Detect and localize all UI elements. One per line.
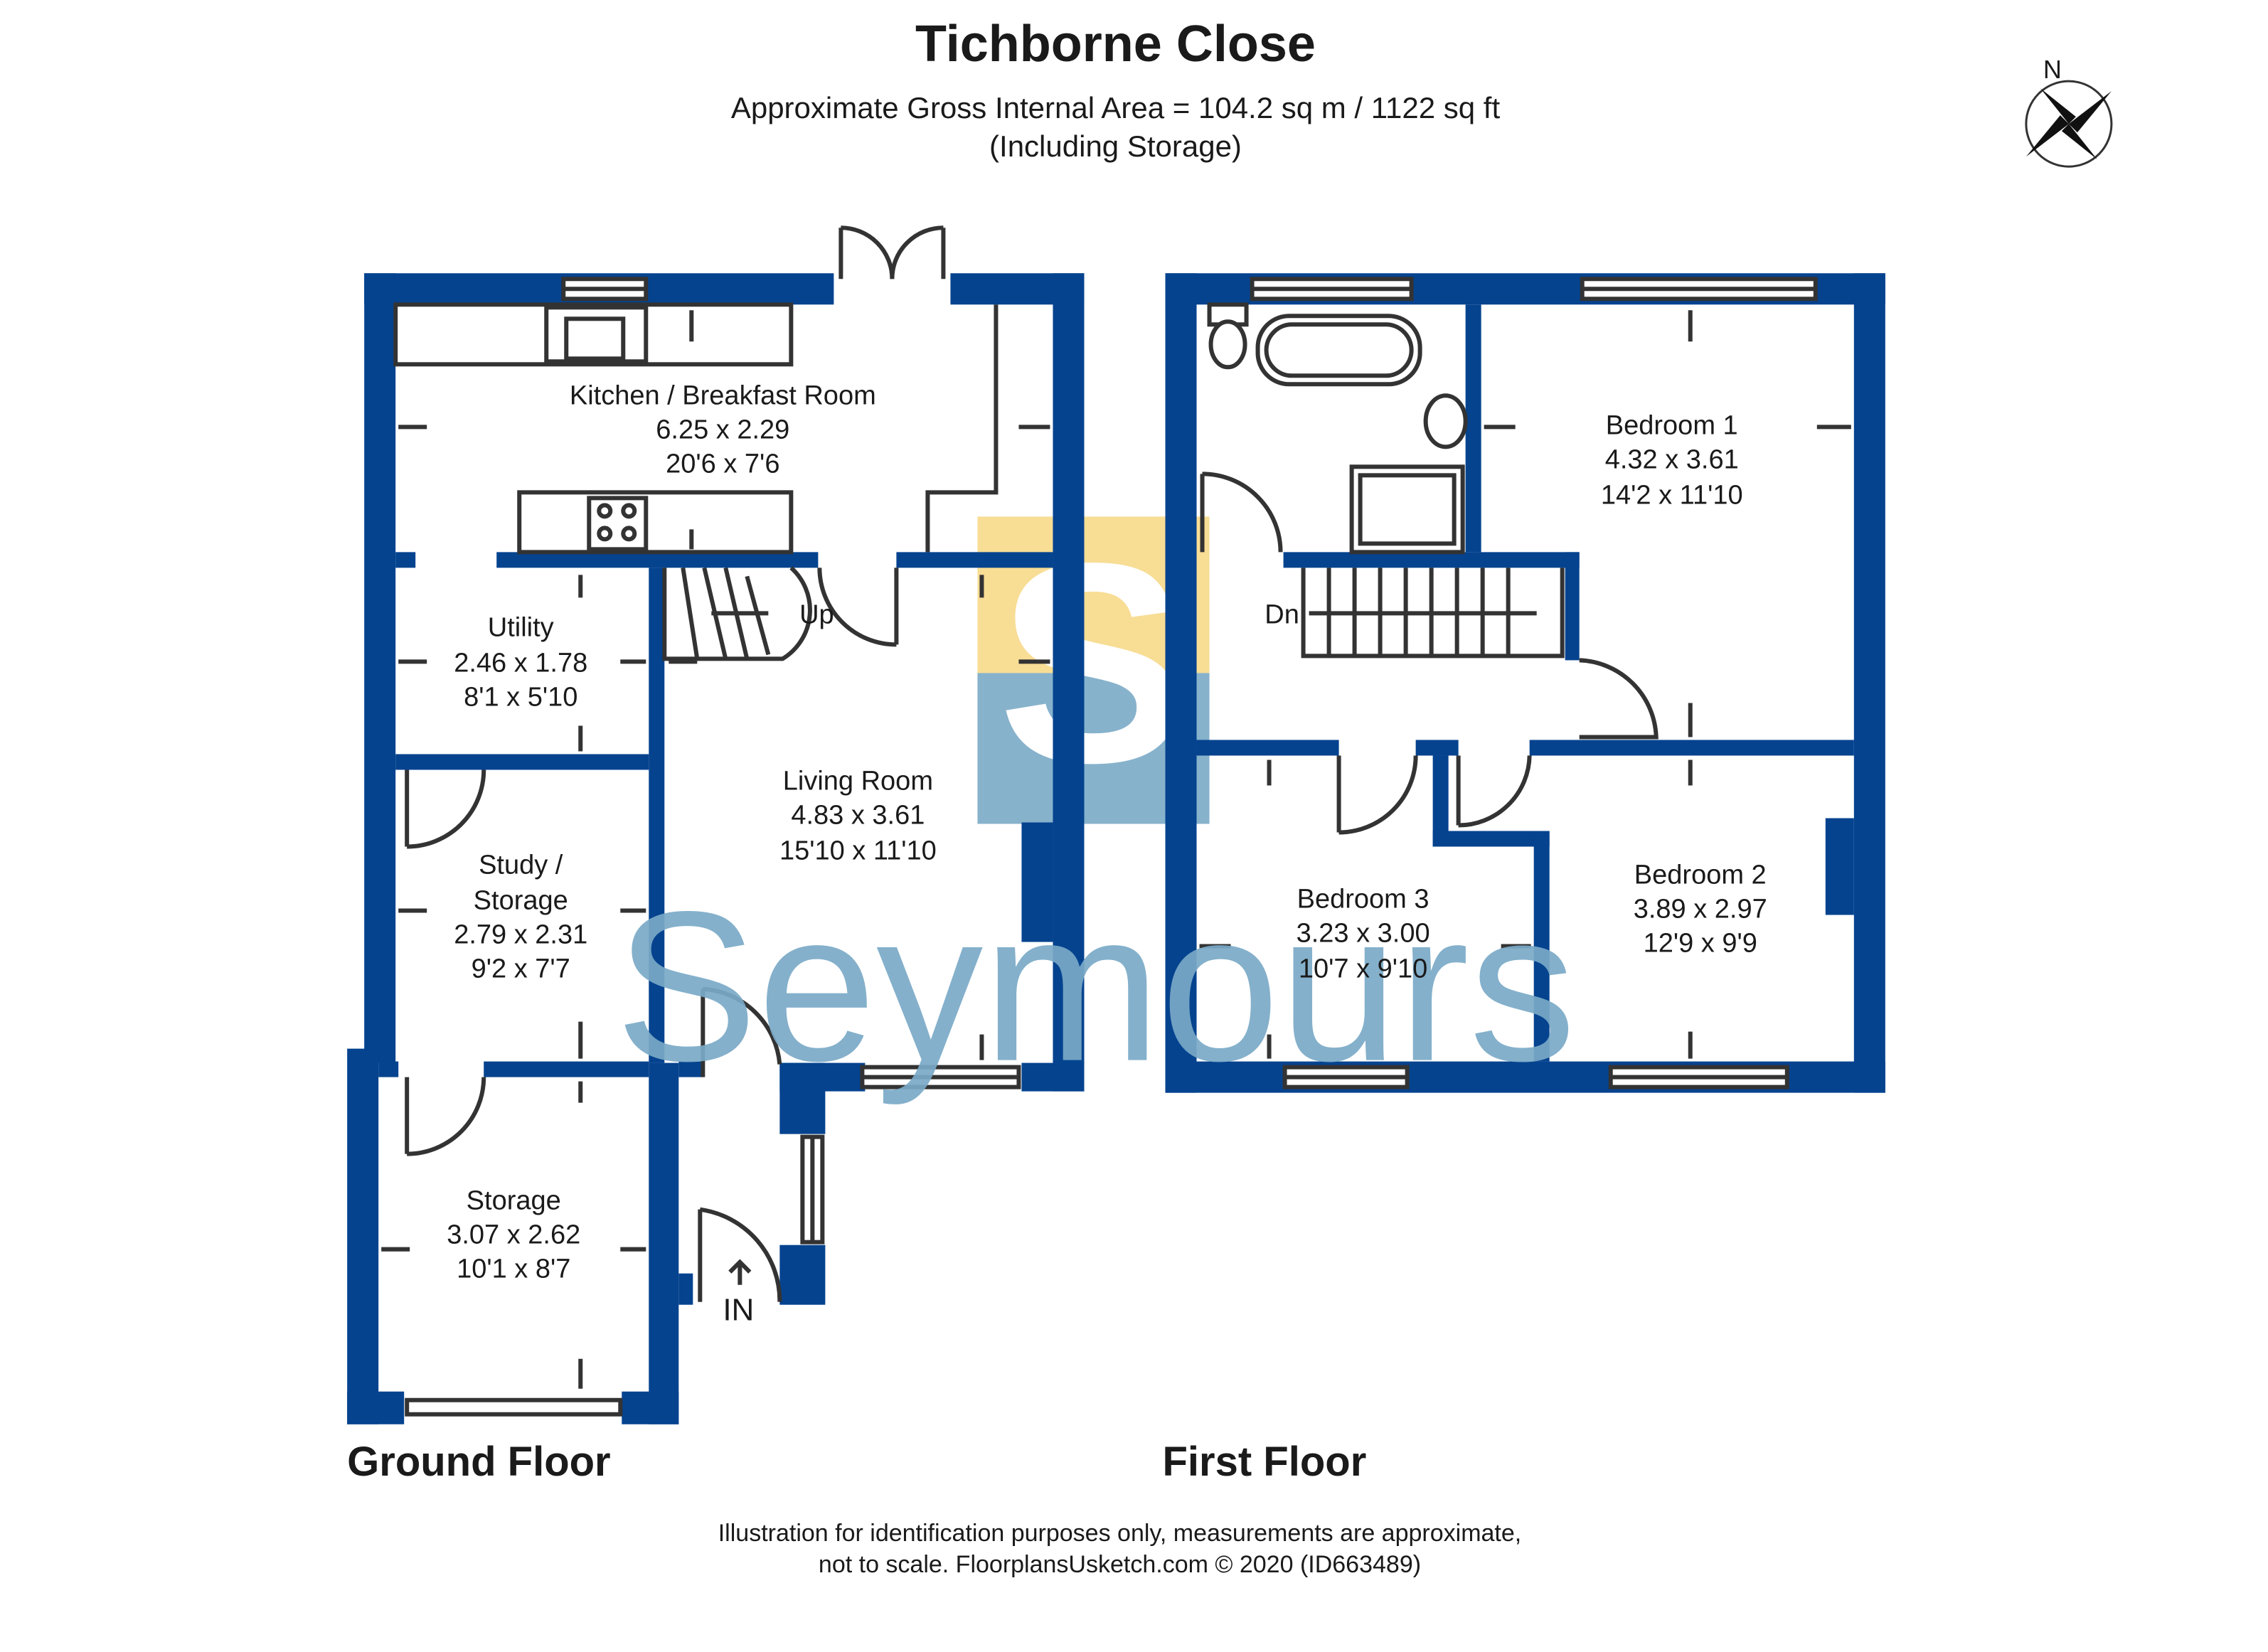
- room-label-bedroom-2: Bedroom 2 3.89 x 2.97 12'9 x 9'9: [1634, 860, 1767, 959]
- room-name: Utility: [488, 612, 554, 642]
- area-text: Approximate Gross Internal Area = 104.2 …: [731, 91, 1501, 124]
- room-label-study: Study / Storage 2.79 x 2.31 9'2 x 7'7: [454, 851, 587, 984]
- room-name: Bedroom 1: [1606, 410, 1738, 440]
- room-name: Storage: [467, 1186, 561, 1216]
- room-name: Study /: [479, 851, 563, 880]
- room-name: Kitchen / Breakfast Room: [570, 380, 876, 410]
- room-metric: 4.83 x 3.61: [791, 800, 925, 830]
- room-label-bedroom-3: Bedroom 3 3.23 x 3.00 10'7 x 9'10: [1297, 885, 1430, 984]
- room-name-line2: Storage: [474, 886, 568, 916]
- room-name: Bedroom 2: [1634, 860, 1767, 890]
- room-metric: 4.32 x 3.61: [1605, 444, 1739, 474]
- stairs-up-label: Up: [799, 599, 834, 629]
- room-label-kitchen: Kitchen / Breakfast Room 6.25 x 2.29 20'…: [570, 380, 876, 479]
- room-name: Bedroom 3: [1297, 885, 1430, 915]
- room-label-living-room: Living Room 4.83 x 3.61 15'10 x 11'10: [779, 766, 937, 865]
- page-title: Tichborne Close: [915, 16, 1316, 73]
- room-metric: 2.79 x 2.31: [454, 920, 587, 950]
- first-floor-plan: [1165, 273, 1885, 1093]
- room-imperial: 10'1 x 8'7: [457, 1254, 570, 1284]
- room-imperial: 15'10 x 11'10: [779, 836, 937, 866]
- room-imperial: 20'6 x 7'6: [666, 449, 779, 479]
- entrance-label: IN: [723, 1293, 754, 1328]
- ground-floor-plan: [347, 225, 1085, 1424]
- room-label-bedroom-1: Bedroom 1 4.32 x 3.61 14'2 x 11'10: [1601, 410, 1743, 510]
- room-imperial: 9'2 x 7'7: [472, 954, 570, 984]
- room-label-utility: Utility 2.46 x 1.78 8'1 x 5'10: [454, 612, 587, 712]
- room-label-storage: Storage 3.07 x 2.62 10'1 x 8'7: [447, 1186, 580, 1284]
- room-name: Living Room: [783, 766, 933, 796]
- ground-floor-label: Ground Floor: [347, 1439, 611, 1485]
- entrance-arrow-icon: [728, 1259, 752, 1285]
- compass-icon: N: [2025, 55, 2113, 168]
- stairs-down-label: Dn: [1265, 599, 1299, 629]
- compass-north-label: N: [2043, 55, 2062, 84]
- room-imperial: 8'1 x 5'10: [464, 682, 577, 712]
- room-metric: 3.07 x 2.62: [447, 1220, 580, 1250]
- footer-line-1: Illustration for identification purposes…: [718, 1520, 1522, 1547]
- room-metric: 2.46 x 1.78: [454, 648, 587, 678]
- area-note: (Including Storage): [989, 129, 1242, 163]
- room-imperial: 14'2 x 11'10: [1601, 480, 1743, 510]
- room-metric: 3.89 x 2.97: [1634, 895, 1767, 924]
- footer-line-2: not to scale. FloorplansUsketch.com © 20…: [819, 1551, 1421, 1578]
- first-floor-label: First Floor: [1163, 1439, 1367, 1485]
- room-metric: 6.25 x 2.29: [656, 415, 789, 444]
- watermark-text: Seymours: [615, 867, 1576, 1107]
- room-imperial: 10'7 x 9'10: [1299, 954, 1427, 984]
- room-metric: 3.23 x 3.00: [1297, 919, 1430, 949]
- room-imperial: 12'9 x 9'9: [1644, 929, 1757, 959]
